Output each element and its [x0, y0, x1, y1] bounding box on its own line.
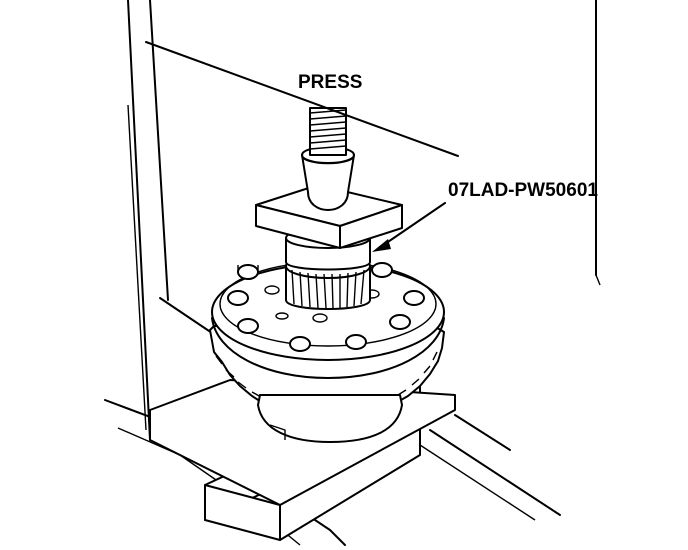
tool-leader-line — [381, 202, 446, 247]
differential-assembly — [209, 261, 445, 443]
press-frame — [127, 0, 601, 441]
carrier-body — [257, 394, 403, 443]
tool-leader-arrowhead — [372, 239, 391, 252]
tool-label: 07LAD-PW50601 — [448, 180, 598, 201]
press-ram — [301, 107, 355, 211]
press-leader-line — [145, 41, 459, 157]
press-label: PRESS — [298, 72, 362, 93]
flange-holes — [264, 285, 380, 323]
ring-gear-bolts — [227, 262, 425, 352]
